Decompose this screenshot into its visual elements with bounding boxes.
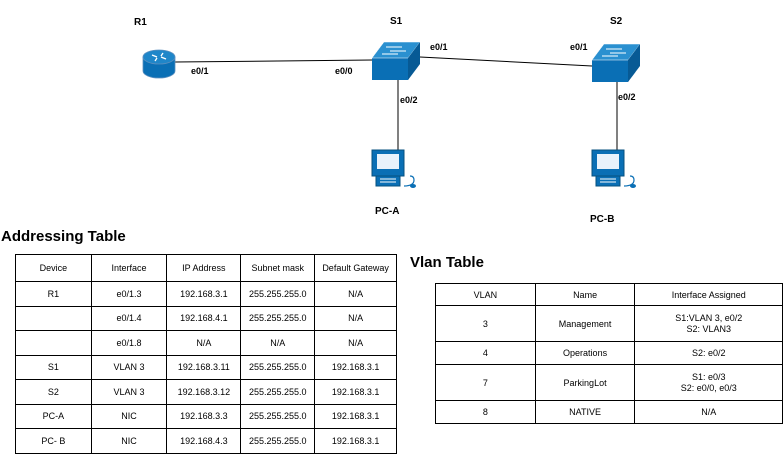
port-label-s1-e02: e0/2 xyxy=(400,95,418,105)
link-r1-s1 xyxy=(174,59,373,63)
table-row: PC-A NIC 192.168.3.3 255.255.255.0 192.1… xyxy=(15,403,397,429)
table-row: 8 NATIVE N/A xyxy=(435,400,783,424)
switch-icon xyxy=(371,41,421,80)
port-label-s1-e01: e0/1 xyxy=(430,42,448,52)
table-row: S1 VLAN 3 192.168.3.11 255.255.255.0 192… xyxy=(15,354,397,380)
node-label-r1: R1 xyxy=(134,17,147,28)
node-label-pca: PC-A xyxy=(375,206,400,217)
column-header: Default Gateway xyxy=(314,254,397,282)
column-header: Interface Assigned xyxy=(634,283,783,306)
column-header: Interface xyxy=(90,254,168,282)
table-row: 7 ParkingLot S1: e0/3 S2: e0/0, e0/3 xyxy=(435,364,783,401)
table-cell: 255.255.255.0 xyxy=(240,305,316,331)
links xyxy=(174,56,618,150)
table-cell xyxy=(15,330,92,356)
table-cell: N/A xyxy=(314,281,397,307)
table-cell: NATIVE xyxy=(534,400,636,424)
interface-line: N/A xyxy=(701,407,717,417)
router-icon xyxy=(142,49,176,79)
switch-icon xyxy=(591,43,641,82)
table-row: S2 VLAN 3 192.168.3.12 255.255.255.0 192… xyxy=(15,379,397,405)
vlan-table-title: Vlan Table xyxy=(410,254,484,271)
table-cell: N/A xyxy=(634,400,783,424)
table-row: PC- B NIC 192.168.4.3 255.255.255.0 192.… xyxy=(15,428,397,454)
interface-line: S2: e0/0, e0/3 xyxy=(680,382,737,393)
node-label-pcb: PC-B xyxy=(590,214,615,225)
interface-line: S2: e0/2 xyxy=(691,348,726,358)
table-cell: 255.255.255.0 xyxy=(240,379,316,405)
interface-line: S1:VLAN 3, e0/2 xyxy=(675,312,743,323)
table-cell: e0/1.4 xyxy=(90,305,168,331)
table-cell: 192.168.4.1 xyxy=(166,305,242,331)
table-row: 3 Management S1:VLAN 3, e0/2 S2: VLAN3 xyxy=(435,305,783,342)
table-cell: 192.168.3.1 xyxy=(314,379,397,405)
table-cell: PC- B xyxy=(15,428,92,454)
table-cell: 192.168.4.3 xyxy=(166,428,242,454)
table-cell: S2: e0/2 xyxy=(634,341,783,365)
table-cell: 192.168.3.1 xyxy=(314,428,397,454)
table-cell: N/A xyxy=(166,330,242,356)
table-cell: 255.255.255.0 xyxy=(240,281,316,307)
port-label-s2-e01: e0/1 xyxy=(570,42,588,52)
table-cell: 192.168.3.3 xyxy=(166,403,242,429)
port-label-s2-e02: e0/2 xyxy=(618,92,636,102)
interface-line: S2: VLAN3 xyxy=(686,323,731,334)
port-label-r1-e01: e0/1 xyxy=(191,66,209,76)
topology-diagram xyxy=(142,41,641,188)
table-cell: VLAN 3 xyxy=(90,379,168,405)
table-cell xyxy=(15,305,92,331)
table-cell: N/A xyxy=(314,305,397,331)
column-header: Name xyxy=(534,283,636,306)
table-cell: 192.168.3.12 xyxy=(166,379,242,405)
table-cell: e0/1.8 xyxy=(90,330,168,356)
table-row: e0/1.4 192.168.4.1 255.255.255.0 N/A xyxy=(15,305,397,331)
table-cell: 8 xyxy=(435,400,536,424)
column-header: Device xyxy=(15,254,92,282)
table-cell: N/A xyxy=(240,330,316,356)
table-cell: S1:VLAN 3, e0/2 S2: VLAN3 xyxy=(634,305,783,342)
port-label-s1-e00: e0/0 xyxy=(335,66,353,76)
table-cell: 255.255.255.0 xyxy=(240,403,316,429)
table-cell: R1 xyxy=(15,281,92,307)
table-header-row: VLAN Name Interface Assigned xyxy=(435,283,783,306)
node-label-s1: S1 xyxy=(390,16,403,27)
table-cell: 192.168.3.1 xyxy=(166,281,242,307)
table-cell: VLAN 3 xyxy=(90,354,168,380)
table-cell: NIC xyxy=(90,428,168,454)
table-cell: S2 xyxy=(15,379,92,405)
interface-line: S1: e0/3 xyxy=(691,371,726,382)
pc-icon xyxy=(591,149,636,188)
table-cell: S1 xyxy=(15,354,92,380)
table-row: e0/1.8 N/A N/A N/A xyxy=(15,330,397,356)
addressing-table: Device Interface IP Address Subnet mask … xyxy=(15,254,397,454)
table-cell: 255.255.255.0 xyxy=(240,428,316,454)
table-cell: Management xyxy=(534,305,636,342)
table-header-row: Device Interface IP Address Subnet mask … xyxy=(15,254,397,282)
table-cell: 255.255.255.0 xyxy=(240,354,316,380)
node-label-s2: S2 xyxy=(610,16,623,27)
table-cell: NIC xyxy=(90,403,168,429)
table-cell: ParkingLot xyxy=(534,364,636,401)
table-cell: 192.168.3.11 xyxy=(166,354,242,380)
table-cell: 3 xyxy=(435,305,536,342)
vlan-table: VLAN Name Interface Assigned 3 Managemen… xyxy=(435,283,783,424)
column-header: IP Address xyxy=(166,254,242,282)
table-cell: 192.168.3.1 xyxy=(314,354,397,380)
link-s1-s2 xyxy=(419,56,593,67)
table-cell: 7 xyxy=(435,364,536,401)
table-cell: PC-A xyxy=(15,403,92,429)
column-header: Subnet mask xyxy=(240,254,316,282)
table-cell: 4 xyxy=(435,341,536,365)
table-cell: N/A xyxy=(314,330,397,356)
table-cell: 192.168.3.1 xyxy=(314,403,397,429)
table-cell: S1: e0/3 S2: e0/0, e0/3 xyxy=(634,364,783,401)
addressing-table-title: Addressing Table xyxy=(1,228,126,245)
table-cell: Operations xyxy=(534,341,636,365)
pc-icon xyxy=(371,149,416,188)
table-cell: e0/1.3 xyxy=(90,281,168,307)
table-row: R1 e0/1.3 192.168.3.1 255.255.255.0 N/A xyxy=(15,281,397,307)
table-row: 4 Operations S2: e0/2 xyxy=(435,341,783,365)
column-header: VLAN xyxy=(435,283,536,306)
